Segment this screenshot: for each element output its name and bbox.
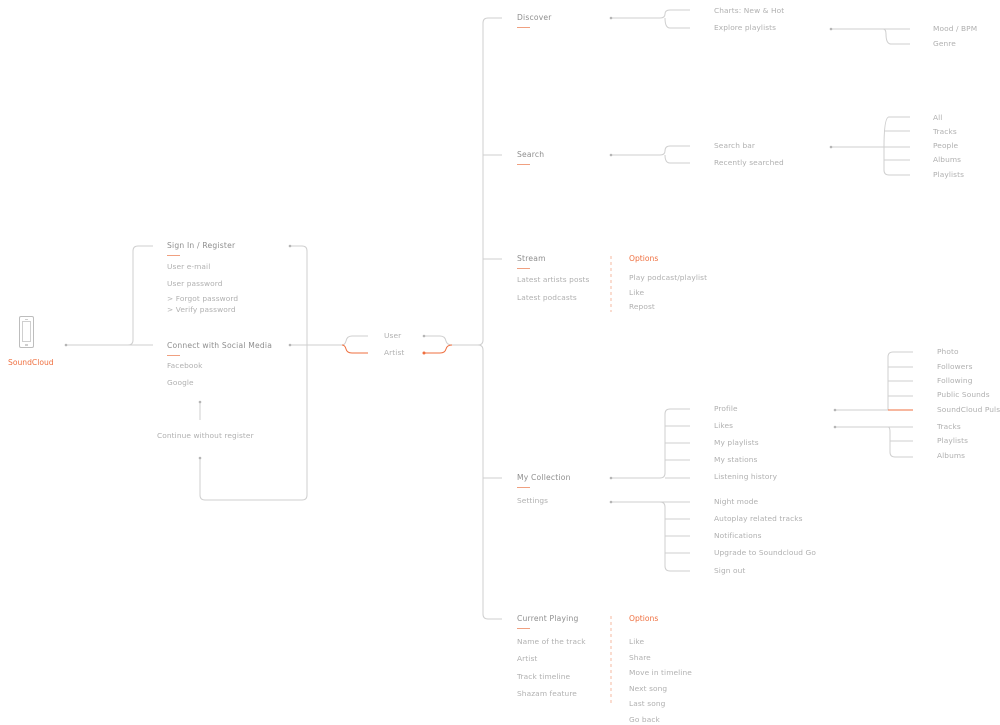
stream-item[interactable]: Latest artists posts bbox=[517, 275, 590, 284]
social-item-facebook[interactable]: Facebook bbox=[167, 361, 203, 370]
app-name: SoundCloud bbox=[8, 358, 54, 367]
settings-option[interactable]: Sign out bbox=[714, 566, 746, 575]
settings-option[interactable]: Night mode bbox=[714, 497, 759, 506]
likes-item[interactable]: Tracks bbox=[937, 422, 961, 431]
connector-role-artist-left bbox=[341, 344, 368, 354]
collection-item[interactable]: Profile bbox=[714, 404, 738, 413]
playing-option[interactable]: Go back bbox=[629, 715, 660, 724]
playing-option[interactable]: Move in timeline bbox=[629, 668, 692, 677]
playing-option[interactable]: Share bbox=[629, 653, 651, 662]
connector-searchbar bbox=[831, 116, 910, 176]
sign-in-item[interactable]: User e-mail bbox=[167, 262, 211, 271]
role-artist[interactable]: Artist bbox=[384, 348, 405, 357]
collection-item[interactable]: Likes bbox=[714, 421, 734, 430]
social-title[interactable]: Connect with Social Media bbox=[167, 341, 273, 357]
role-user[interactable]: User bbox=[384, 331, 402, 340]
collection-item[interactable]: Listening history bbox=[714, 472, 778, 481]
section-stream[interactable]: Stream bbox=[517, 254, 546, 270]
stream-item[interactable]: Latest podcasts bbox=[517, 293, 577, 302]
search-item[interactable]: Recently searched bbox=[714, 158, 784, 167]
search-filter[interactable]: Albums bbox=[933, 155, 962, 164]
collection-item[interactable]: My stations bbox=[714, 455, 758, 464]
sign-in-item[interactable]: > Verify password bbox=[167, 305, 236, 314]
section-search[interactable]: Search bbox=[517, 150, 545, 166]
settings-option[interactable]: Upgrade to Soundcloud Go bbox=[714, 548, 817, 557]
connector-role-user-left bbox=[341, 335, 368, 346]
section-discover[interactable]: Discover bbox=[517, 13, 552, 29]
stream-option[interactable]: Play podcast/playlist bbox=[629, 273, 708, 282]
settings-item[interactable]: Settings bbox=[517, 496, 549, 505]
search-filter[interactable]: Tracks bbox=[933, 127, 957, 136]
connector-explore bbox=[831, 28, 910, 45]
connector-collection bbox=[611, 408, 690, 479]
likes-item[interactable]: Albums bbox=[937, 451, 966, 460]
discover-item[interactable]: Charts: New & Hot bbox=[714, 6, 785, 15]
profile-item-soundcloud-pulse[interactable]: SoundCloud Pulse bbox=[937, 405, 1000, 414]
discover-item[interactable]: Explore playlists bbox=[714, 23, 777, 32]
settings-option[interactable]: Autoplay related tracks bbox=[714, 514, 803, 523]
search-item[interactable]: Search bar bbox=[714, 141, 755, 150]
playing-item[interactable]: Track timeline bbox=[517, 672, 571, 681]
connector-profile bbox=[835, 351, 913, 411]
stream-option[interactable]: Repost bbox=[629, 302, 655, 311]
search-filter[interactable]: Playlists bbox=[933, 170, 965, 179]
stream-options-title: Options bbox=[629, 254, 659, 263]
search-filter[interactable]: People bbox=[933, 141, 959, 150]
collection-item[interactable]: My playlists bbox=[714, 438, 759, 447]
playing-option[interactable]: Last song bbox=[629, 699, 666, 708]
section-current-playing[interactable]: Current Playing bbox=[517, 614, 579, 630]
playing-item[interactable]: Shazam feature bbox=[517, 689, 577, 698]
profile-item[interactable]: Photo bbox=[937, 347, 959, 356]
playing-item[interactable]: Name of the track bbox=[517, 637, 586, 646]
explore-item[interactable]: Genre bbox=[933, 39, 956, 48]
playing-options-title: Options bbox=[629, 614, 659, 623]
likes-item[interactable]: Playlists bbox=[937, 436, 969, 445]
connector-entry-auth bbox=[66, 245, 153, 346]
playing-option[interactable]: Like bbox=[629, 637, 645, 646]
explore-item[interactable]: Mood / BPM bbox=[933, 24, 978, 33]
connector-role-artist-right bbox=[424, 344, 453, 354]
social-item-google[interactable]: Google bbox=[167, 378, 194, 387]
section-my-collection[interactable]: My Collection bbox=[517, 473, 571, 489]
search-filter[interactable]: All bbox=[933, 113, 943, 122]
connector-role-user-right bbox=[424, 335, 478, 346]
connector-main-trunk-down bbox=[477, 344, 502, 620]
playing-item[interactable]: Artist bbox=[517, 654, 538, 663]
playing-option[interactable]: Next song bbox=[629, 684, 668, 693]
sign-in-item[interactable]: User password bbox=[167, 279, 223, 288]
connector-discover bbox=[611, 9, 690, 29]
profile-item[interactable]: Following bbox=[937, 376, 973, 385]
sign-in-item[interactable]: > Forgot password bbox=[167, 294, 239, 303]
profile-item[interactable]: Public Sounds bbox=[937, 390, 990, 399]
continue-without-register[interactable]: Continue without register bbox=[157, 431, 254, 440]
settings-option[interactable]: Notifications bbox=[714, 531, 762, 540]
connector-search bbox=[611, 145, 690, 164]
connector-main-trunk bbox=[477, 17, 502, 346]
connector-settings bbox=[611, 501, 690, 572]
sign-in-title[interactable]: Sign In / Register bbox=[167, 241, 236, 257]
connector-likes bbox=[835, 426, 913, 458]
connector-auth-right bbox=[199, 245, 308, 501]
profile-item[interactable]: Followers bbox=[937, 362, 973, 371]
phone-icon bbox=[19, 316, 34, 348]
stream-option[interactable]: Like bbox=[629, 288, 645, 297]
